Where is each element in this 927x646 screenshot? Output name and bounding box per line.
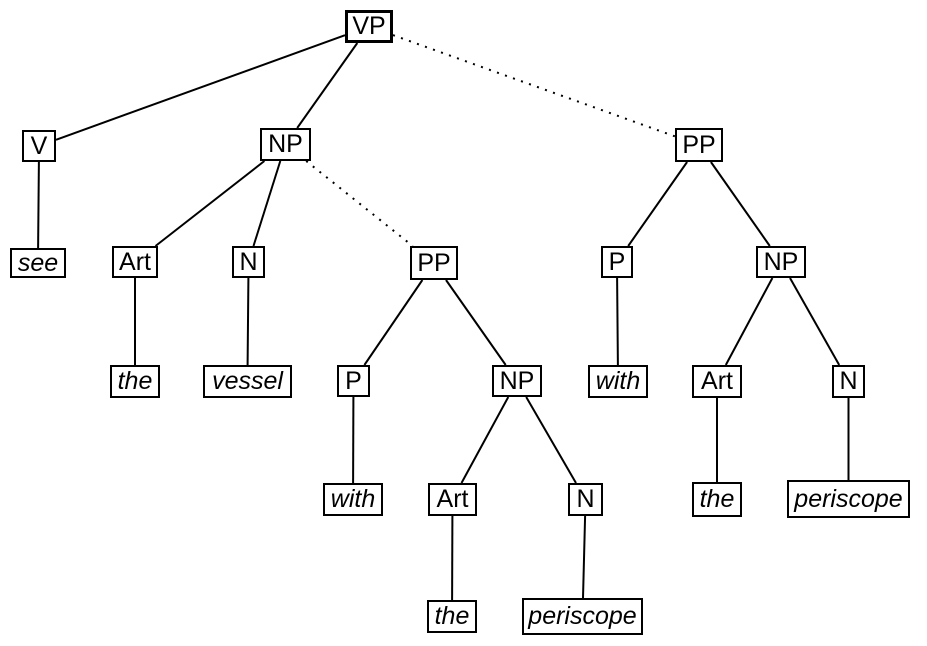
tree-node-p1: P	[337, 365, 370, 397]
tree-edge-pp2-p2	[627, 161, 688, 247]
tree-edge-pp1-np2	[445, 279, 507, 366]
tree-edge-vp-v	[55, 34, 346, 141]
tree-edge-np3-art2	[724, 277, 774, 366]
tree-node-with1: with	[323, 483, 383, 516]
tree-node-see: see	[10, 248, 66, 278]
tree-node-vessel: vessel	[203, 365, 292, 398]
tree-edge-n3-per1	[582, 515, 587, 599]
tree-node-p2: P	[601, 246, 633, 278]
tree-node-pp2: PP	[675, 128, 723, 162]
tree-node-pp1: PP	[410, 246, 458, 280]
tree-node-per2: periscope	[787, 480, 910, 518]
tree-node-per1: periscope	[522, 598, 643, 635]
tree-edge-v-see	[37, 161, 40, 249]
tree-node-n2: N	[832, 365, 865, 398]
tree-node-np1: NP	[260, 128, 311, 161]
tree-edge-vp-pp2-dotted	[392, 34, 676, 138]
tree-node-the2: the	[692, 482, 742, 517]
tree-node-n3: N	[568, 483, 603, 516]
tree-node-n1: N	[232, 246, 265, 278]
tree-edge-np1-art1	[154, 160, 266, 247]
tree-edge-np1-n1	[252, 160, 282, 247]
tree-node-np2: NP	[492, 365, 542, 397]
tree-edge-n1-vessel	[246, 277, 250, 366]
tree-node-with2: with	[588, 365, 648, 398]
tree-node-the1: the	[110, 365, 160, 398]
tree-edge-vp-np1	[296, 42, 359, 129]
tree-edge-np2-n3	[525, 396, 577, 484]
tree-edge-p2-with2	[616, 277, 619, 366]
tree-node-art3: Art	[428, 483, 477, 516]
tree-node-art2: Art	[692, 365, 742, 398]
tree-node-vp: VP	[345, 10, 393, 43]
tree-node-v: V	[22, 130, 56, 162]
tree-edge-pp2-np3	[710, 161, 771, 247]
tree-node-art1: Art	[112, 246, 158, 278]
tree-edge-np2-art3	[460, 396, 510, 484]
tree-edge-pp1-p1	[363, 279, 424, 366]
tree-edge-np3-n2	[789, 277, 841, 366]
tree-node-the3: the	[427, 600, 477, 633]
tree-edge-np1-pp1-dotted	[305, 160, 414, 247]
tree-node-np3: NP	[756, 246, 806, 278]
